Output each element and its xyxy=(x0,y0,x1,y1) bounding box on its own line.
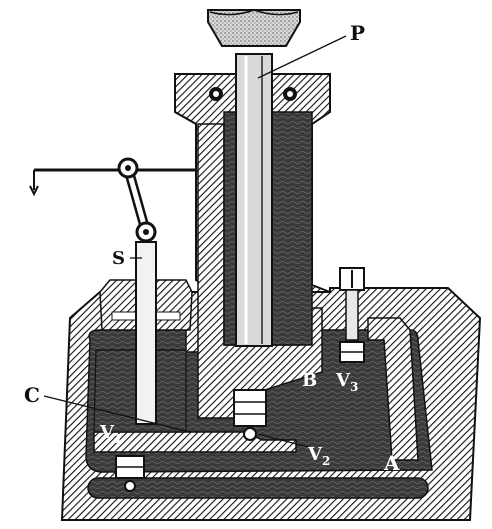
valve-v3 xyxy=(339,341,365,363)
seal-right xyxy=(283,87,297,101)
pivot-upper xyxy=(117,157,139,179)
valve-v1 xyxy=(115,455,145,492)
release-screw xyxy=(339,267,365,341)
ram-p xyxy=(235,53,273,347)
pump-lever xyxy=(29,168,196,197)
label-v1: V1 xyxy=(99,422,122,446)
valve-v2 xyxy=(233,389,267,441)
pump-link xyxy=(123,166,151,234)
leader-v2 xyxy=(257,433,313,449)
plunger-s xyxy=(135,241,157,425)
return-passage xyxy=(87,477,429,499)
pivot-lower xyxy=(135,221,157,243)
label-c: C xyxy=(24,383,40,407)
label-s: S xyxy=(112,248,125,269)
seal-left xyxy=(209,87,223,101)
leader-p xyxy=(257,35,347,79)
label-v2: V2 xyxy=(307,444,330,468)
label-b: B xyxy=(302,370,317,391)
right-inner-wall xyxy=(367,317,419,461)
ram-head xyxy=(207,9,301,47)
leader-c xyxy=(43,395,191,433)
label-p: P xyxy=(350,21,365,45)
label-a: A xyxy=(383,451,400,475)
label-v3: V3 xyxy=(335,370,358,394)
